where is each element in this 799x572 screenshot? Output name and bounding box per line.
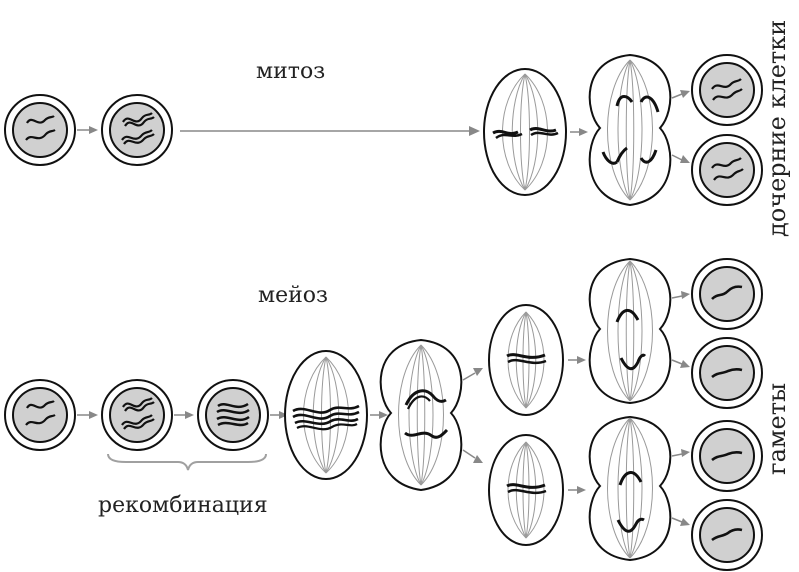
meiosis-label: мейоз xyxy=(258,283,328,308)
arrow xyxy=(671,154,690,163)
meiosis-metaphase-ii-bottom-cell xyxy=(488,434,564,546)
arrow xyxy=(568,486,586,494)
arrow xyxy=(671,517,690,526)
mitosis-label: митоз xyxy=(256,59,325,84)
mitosis-replicated-cell xyxy=(101,94,173,166)
mitosis-start-cell xyxy=(4,94,76,166)
arrow xyxy=(77,126,98,134)
meiosis-anaphase-ii-bottom-cell xyxy=(588,415,672,562)
mitosis-anaphase-cell xyxy=(588,53,672,207)
meiosis-paired-cell xyxy=(197,379,269,451)
gamete-cell-2 xyxy=(691,337,763,409)
mitosis-long-arrow xyxy=(180,126,480,136)
arrow xyxy=(174,411,194,419)
gamete-cell-4 xyxy=(691,499,763,571)
arrow xyxy=(370,411,388,419)
mitosis-metaphase-cell xyxy=(483,68,567,196)
gamete-cell-1 xyxy=(691,258,763,330)
meiosis-replicated-cell xyxy=(101,379,173,451)
arrow xyxy=(671,90,690,99)
arrow xyxy=(462,368,483,381)
arrow xyxy=(462,449,483,463)
arrow xyxy=(671,291,690,299)
gametes-label: гаметы xyxy=(763,383,791,475)
arrow xyxy=(77,411,98,419)
daughter-cells-label: дочерние клетки xyxy=(763,20,791,237)
daughter-cell-1 xyxy=(691,54,763,126)
meiosis-metaphase-ii-top-cell xyxy=(488,304,564,416)
arrow xyxy=(570,128,588,136)
meiosis-start-cell xyxy=(4,379,76,451)
gamete-cell-3 xyxy=(691,420,763,492)
recombination-brace xyxy=(107,453,267,471)
meiosis-metaphase-i-cell xyxy=(284,350,368,480)
recombination-label: рекомбинация xyxy=(98,493,268,518)
arrow xyxy=(568,356,586,364)
meiosis-anaphase-i-cell xyxy=(379,338,463,492)
meiosis-anaphase-ii-top-cell xyxy=(588,257,672,405)
arrow xyxy=(270,411,288,419)
arrow xyxy=(671,449,690,457)
daughter-cell-2 xyxy=(691,134,763,206)
arrow xyxy=(671,359,690,368)
